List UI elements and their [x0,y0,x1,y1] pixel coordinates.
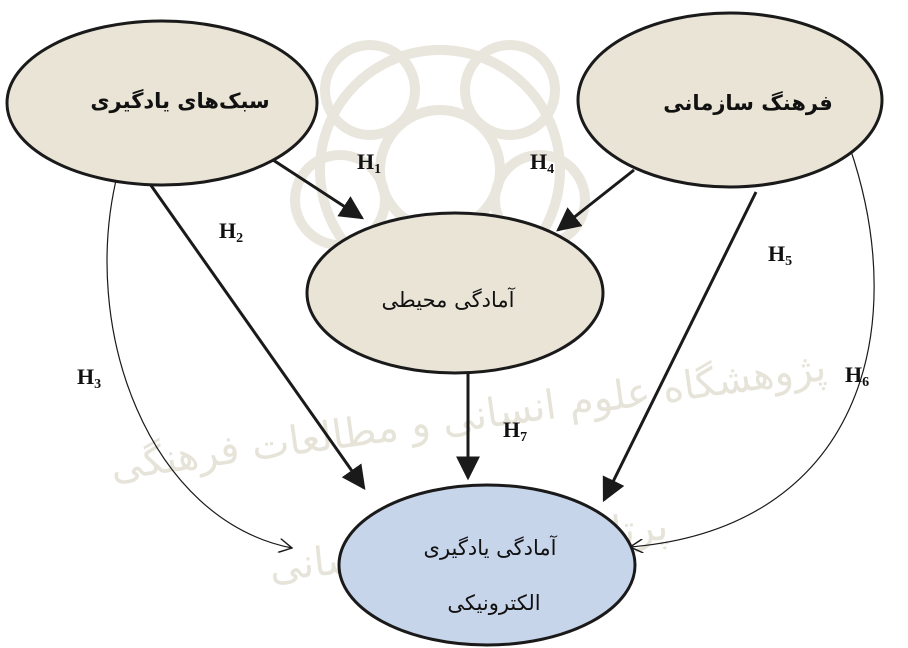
arrow-h2 [148,183,366,490]
hypothesis-label-h4: H4 [530,149,554,177]
node-org-culture-label: فرهنگ سازمانی [663,90,832,115]
hypothesis-label-h5: H5 [768,241,792,269]
arrow-h6 [630,147,875,547]
arrow-h1 [269,156,365,220]
node-elearning-label-line1: آمادگی یادگیری [424,535,558,560]
node-env-readiness-label: آمادگی محیطی [382,287,516,312]
hypothesis-label-h1: H1 [357,149,381,177]
arrows [148,156,758,503]
node-learning-styles-shape [5,19,319,187]
node-elearning-readiness-shape [337,483,637,647]
hypothesis-label-h2: H2 [219,218,243,246]
node-env-readiness-shape [305,211,605,375]
arrow-h4 [556,168,635,232]
hypothesis-label-h7: H7 [503,417,527,445]
arrow-h3 [106,171,292,548]
node-org-culture-shape [576,11,884,189]
node-elearning-label-line2: الکترونیکی [447,591,540,615]
node-learning-styles-label: سبک‌های یادگیری [90,88,269,113]
hypothesis-label-h3: H3 [77,364,101,392]
curved-arrows [106,147,875,548]
arrow-h5 [602,191,758,503]
hypothesis-label-h6: H6 [845,362,869,390]
